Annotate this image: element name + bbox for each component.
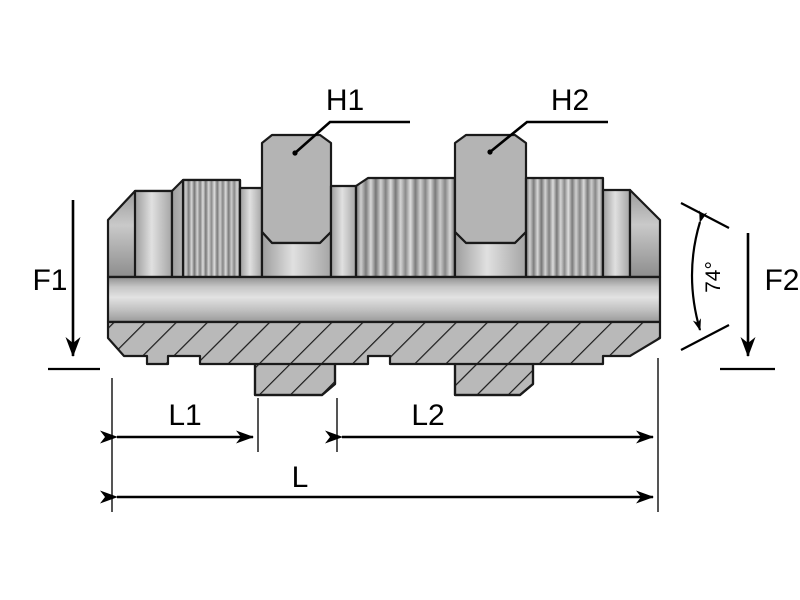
l2-label: L2	[411, 399, 444, 432]
left-collar	[238, 186, 264, 279]
center-thread-right	[524, 176, 605, 279]
sectioned-body-hatched	[106, 320, 662, 397]
left-hex-nut-lower-outline	[253, 362, 337, 397]
dimension-l2: L2	[325, 399, 654, 444]
h2-leader-line	[489, 120, 608, 154]
h2-leader-dot	[487, 149, 493, 155]
dimension-f1: F1	[32, 200, 100, 371]
through-bore-cylinder	[106, 275, 662, 324]
left-shoulder-band	[133, 189, 174, 279]
angle-arc	[690, 210, 708, 331]
center-thread-left	[354, 176, 457, 279]
l1-label: L1	[168, 399, 201, 432]
angle-lower-leg	[680, 324, 730, 351]
dimension-f2: F2	[720, 233, 800, 371]
left-male-thread	[181, 178, 242, 279]
dimension-l: L	[100, 461, 654, 504]
dimension-l1: L1	[100, 399, 254, 444]
h1-label: H1	[326, 84, 364, 117]
callout-h2: H2	[487, 84, 608, 155]
h1-leader-line	[294, 120, 410, 154]
right-collar	[601, 188, 632, 279]
fitting-assembly	[106, 133, 662, 397]
f1-label: F1	[32, 264, 67, 297]
f2-label: F2	[764, 264, 799, 297]
dimension-angle-74: 74°	[680, 202, 730, 351]
left-hex-right-collar	[329, 184, 358, 279]
h2-label: H2	[551, 84, 589, 117]
right-hex-nut-lower-outline	[453, 362, 535, 397]
l-label: L	[292, 461, 309, 494]
h1-leader-dot	[292, 150, 298, 156]
angle-label: 74°	[702, 261, 725, 293]
callout-h1: H1	[292, 84, 410, 156]
